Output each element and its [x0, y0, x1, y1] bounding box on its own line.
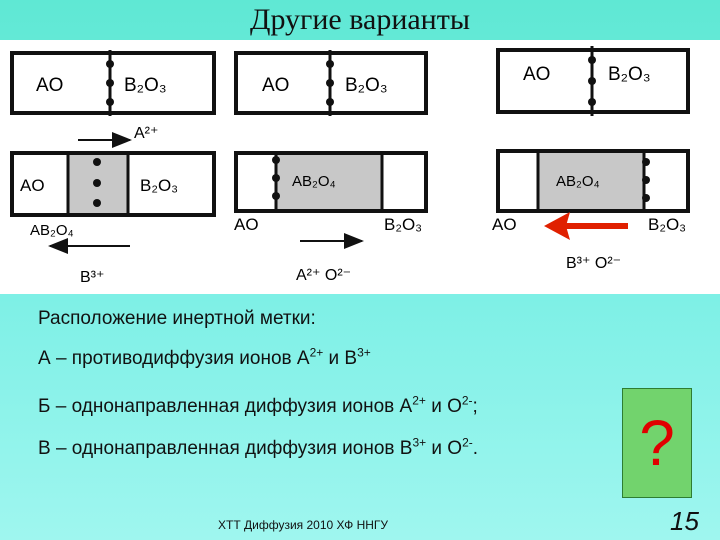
label-b2o3: B₂O₃: [140, 176, 178, 195]
caption-variant-b: Б – однонаправленная диффузия ионов А2+ …: [38, 393, 478, 418]
caption-text: .: [472, 438, 479, 459]
label-b3plus: B³⁺: [80, 269, 104, 286]
label-b2o3: B₂O₃: [345, 75, 388, 96]
col-c-initial: AO B₂O₃: [496, 46, 690, 116]
label-ab2o4: AB₂O₄: [292, 173, 336, 190]
product-layer: [538, 153, 644, 209]
caption-variant-a: А – противодиффузия ионов А2+ и В3+: [38, 345, 371, 370]
caption-sup: 3+: [357, 345, 371, 360]
caption-text: и В: [323, 348, 358, 369]
label-ao: AO: [20, 176, 45, 195]
label-b2o3: B₂O₃: [384, 215, 422, 234]
caption-heading: Расположение инертной метки:: [38, 308, 316, 329]
caption-sup: 2-: [462, 435, 473, 450]
red-arrow-head: [544, 212, 570, 240]
caption-text: Б – однонаправленная диффузия ионов А: [38, 396, 413, 417]
page-number: 15: [670, 506, 699, 536]
caption-text: В – однонаправленная диффузия ионов В: [38, 438, 413, 459]
label-a2-o2: A²⁺ O²⁻: [296, 267, 351, 284]
caption-text: А – противодиффузия ионов А: [38, 348, 310, 369]
label-ao: AO: [36, 75, 63, 96]
caption-text: и О: [425, 396, 462, 417]
caption-text: и О: [426, 438, 463, 459]
footer-text: ХТТ Диффузия 2010 ХФ ННГУ: [218, 518, 389, 532]
col-c-final: AB₂O₄ AO B₂O₃ B³⁺ O²⁻: [492, 149, 690, 272]
label-ao: AO: [492, 215, 517, 234]
label-b2o3: B₂O₃: [124, 75, 167, 96]
label-a2plus: A²⁺: [134, 125, 158, 142]
caption-sup: 2-: [461, 393, 473, 408]
question-mark: ?: [639, 407, 675, 479]
slide-title: Другие варианты: [249, 3, 471, 36]
label-ao: AO: [523, 64, 550, 85]
caption-sup: 3+: [412, 435, 427, 450]
caption-text: ;: [472, 396, 478, 417]
col-a-final: AO B₂O₃ A²⁺ AB₂O₄ B³⁺: [10, 125, 216, 286]
label-b3-o2: B³⁺ O²⁻: [566, 255, 621, 272]
label-ao: AO: [262, 75, 289, 96]
label-ab2o4: AB₂O₄: [556, 173, 600, 190]
label-b2o3: B₂O₃: [648, 215, 686, 234]
caption-sup: 2+: [309, 345, 324, 360]
diagram-svg: AO B₂O₃ AO B₂O₃ A²⁺ AB₂O₄ B³⁺ AO B₂O₃: [10, 46, 690, 286]
col-b-initial: AO B₂O₃: [234, 50, 428, 116]
product-layer: [276, 155, 382, 209]
label-b2o3: B₂O₃: [608, 64, 651, 85]
col-b-final: AB₂O₄ AO B₂O₃ A²⁺ O²⁻: [234, 151, 428, 284]
col-a-initial: AO B₂O₃: [10, 50, 216, 116]
label-ao: AO: [234, 215, 259, 234]
label-ab2o4: AB₂O₄: [30, 222, 74, 239]
diffusion-diagram: AO B₂O₃ AO B₂O₃ A²⁺ AB₂O₄ B³⁺ AO B₂O₃: [0, 40, 720, 294]
caption-sup: 2+: [412, 393, 426, 408]
question-box: ?: [622, 388, 692, 498]
caption-variant-c: В – однонаправленная диффузия ионов В3+ …: [38, 435, 479, 460]
